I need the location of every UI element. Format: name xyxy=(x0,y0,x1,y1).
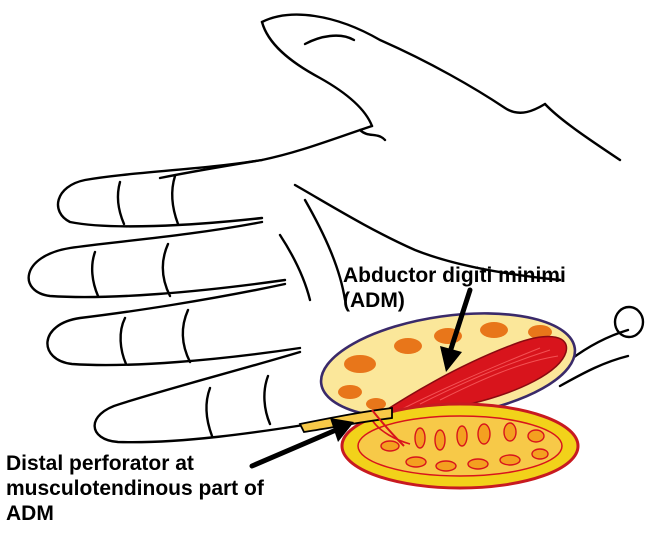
middle-joint-2 xyxy=(163,244,170,296)
wrist-upper xyxy=(545,104,620,160)
perforator-label-line-2: musculotendinous part of xyxy=(6,476,264,501)
thumb-nail xyxy=(305,36,354,44)
little-joint-1 xyxy=(206,388,212,436)
index-joint-1 xyxy=(118,182,124,224)
adm-label-line-2: (ADM) xyxy=(343,288,566,313)
ulnar-circle xyxy=(615,307,643,337)
middle-joint-1 xyxy=(92,252,98,296)
index-finger xyxy=(58,160,262,226)
perforator-label-line-3: ADM xyxy=(6,501,264,526)
adm-label: Abductor digiti minimi (ADM) xyxy=(343,263,566,313)
thumb-crease xyxy=(360,130,385,140)
index-joint-2 xyxy=(172,176,178,224)
palm-crease-2 xyxy=(305,200,345,300)
little-joint-2 xyxy=(264,376,270,424)
middle-finger xyxy=(29,222,285,297)
hand-upper-edge xyxy=(160,126,372,178)
thumb-outline xyxy=(262,15,545,113)
ring-joint-1 xyxy=(121,318,126,364)
perforator-label-line-1: Distal perforator at xyxy=(6,451,264,476)
perforator-label: Distal perforator at musculotendinous pa… xyxy=(6,451,264,526)
wrist-ulnar xyxy=(570,330,628,360)
palm-crease-3 xyxy=(280,235,310,300)
ring-joint-2 xyxy=(183,310,190,362)
adm-label-line-1: Abductor digiti minimi xyxy=(343,263,566,288)
